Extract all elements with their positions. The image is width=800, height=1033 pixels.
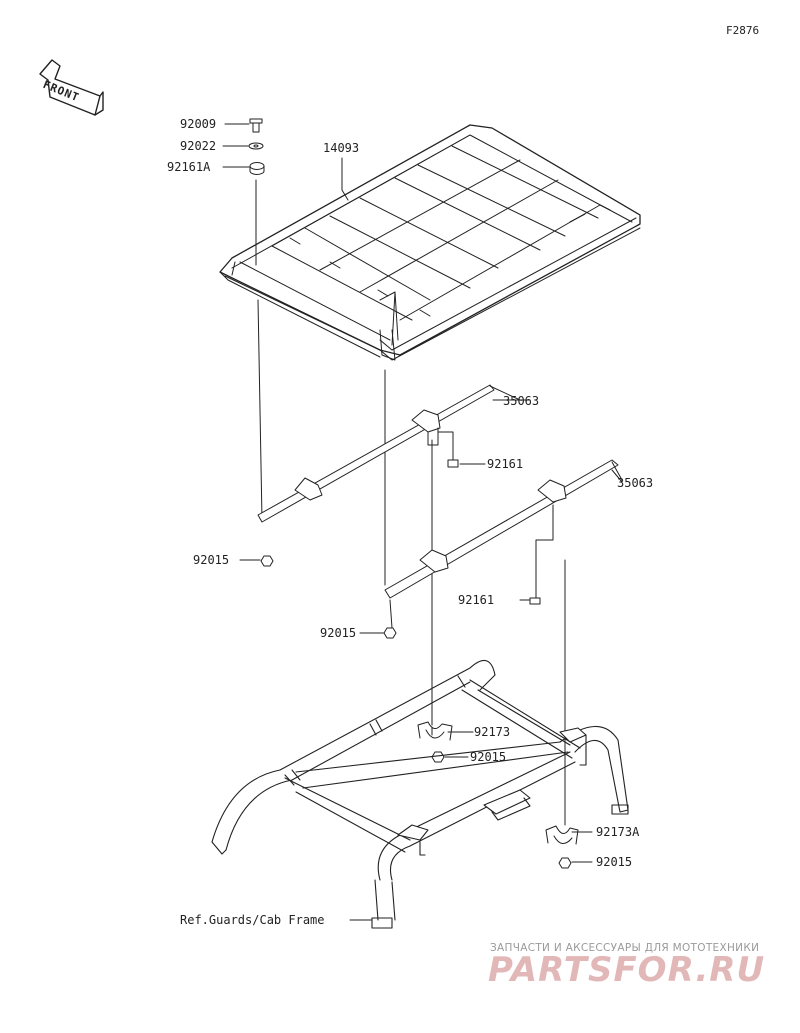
nut-clamp-icon — [431, 751, 445, 763]
label-92161a: 92161A — [167, 160, 211, 174]
label-92173a: 92173A — [596, 825, 640, 839]
cab-frame — [211, 659, 629, 929]
nut-mid-icon — [383, 627, 397, 639]
collar-icon — [249, 162, 265, 175]
label-92009: 92009 — [180, 117, 217, 131]
nut-left-icon — [260, 555, 274, 567]
label-92022: 92022 — [180, 139, 217, 153]
bracket-upper — [257, 384, 521, 523]
bracket-lower — [384, 459, 623, 601]
watermark-logo: PARTSFOR.RU — [488, 950, 766, 990]
label-92173: 92173 — [474, 725, 511, 739]
label-92015-clamp-a: 92015 — [596, 855, 633, 869]
spacer-lower-icon — [529, 597, 541, 605]
label-14093: 14093 — [323, 141, 360, 155]
front-arrow-icon — [39, 59, 104, 116]
label-92161-upper: 92161 — [487, 457, 524, 471]
clamp-a-icon — [545, 825, 579, 845]
label-92015-clamp: 92015 — [470, 750, 507, 764]
label-92161-lower: 92161 — [458, 593, 495, 607]
label-92015-mid: 92015 — [320, 626, 357, 640]
clamp-icon — [417, 721, 453, 741]
spacer-upper-icon — [437, 431, 459, 468]
bolt-icon — [249, 118, 263, 133]
washer-icon — [248, 142, 264, 150]
roof-panel — [219, 124, 641, 361]
label-35063-upper: 35063 — [503, 394, 540, 408]
watermark-tagline: ЗАПЧАСТИ И АКСЕССУАРЫ ДЛЯ МОТОТЕХНИКИ — [490, 942, 760, 954]
label-92015-left: 92015 — [193, 553, 230, 567]
label-ref-cab-frame: Ref.Guards/Cab Frame — [180, 913, 325, 927]
nut-clamp-a-icon — [558, 857, 572, 869]
label-35063-lower: 35063 — [617, 476, 654, 490]
figure-code: F2876 — [726, 24, 760, 37]
